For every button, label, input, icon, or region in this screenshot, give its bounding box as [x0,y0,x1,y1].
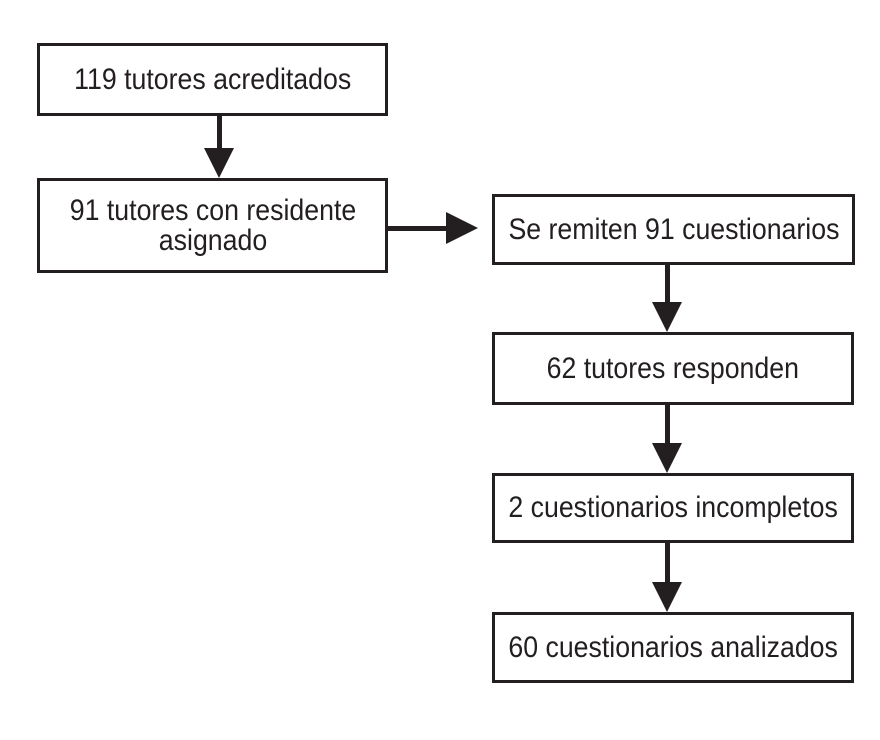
arrow-head [652,443,682,473]
arrow-head [204,148,234,178]
node-label: 60 cuestionarios analizados [508,630,838,664]
arrow-stem [664,264,670,302]
node-tutores-acreditados: 119 tutores acreditados [37,43,388,116]
arrow-stem [664,405,670,443]
node-tutores-con-residente: 91 tutores con residente asignado [37,178,388,273]
arrow-down-icon [652,543,682,612]
arrow-head [652,582,682,612]
node-label: Se remiten 91 cuestionarios [508,212,839,246]
arrow-stem [388,225,446,231]
node-label: 62 tutores responden [546,351,800,385]
node-cuestionarios-remitidos: Se remiten 91 cuestionarios [492,194,855,265]
arrow-down-icon [652,405,682,473]
arrow-down-icon [204,116,234,178]
arrow-stem [216,116,222,148]
node-cuestionarios-analizados: 60 cuestionarios analizados [492,612,854,683]
arrow-head [446,212,478,244]
node-label: 2 cuestionarios incompletos [508,491,838,524]
node-tutores-responden: 62 tutores responden [492,332,854,405]
node-label: 91 tutores con residente asignado [69,193,356,257]
node-label: 119 tutores acreditados [73,62,352,96]
arrow-down-icon [652,264,682,332]
arrow-head [652,302,682,332]
arrow-right-icon [388,212,478,244]
node-cuestionarios-incompletos: 2 cuestionarios incompletos [492,473,854,543]
arrow-stem [664,543,670,582]
